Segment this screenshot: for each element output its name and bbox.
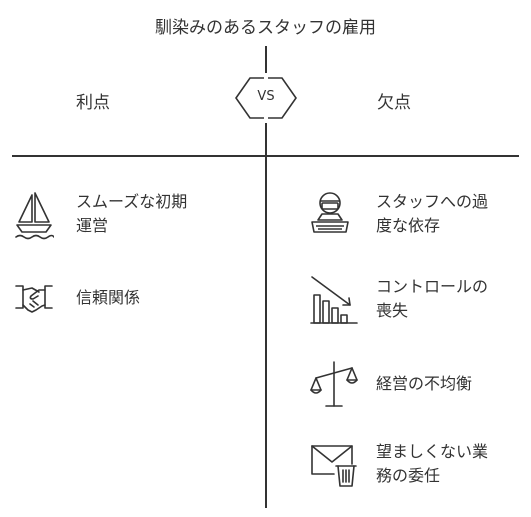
cons-heading: 欠点 (377, 93, 411, 113)
vs-label: VS (257, 89, 275, 104)
con-item-line2: 度な依存 (376, 216, 441, 235)
pro-item-line2: 運営 (76, 216, 109, 235)
horizontal-divider (12, 155, 519, 157)
balance-scale-icon (310, 361, 358, 407)
con-item-line2: 喪失 (376, 301, 409, 320)
vs-badge: VS (234, 73, 298, 123)
person-staff-icon (311, 192, 349, 233)
sailboat-icon (15, 192, 54, 240)
con-item-line1: スタッフへの過 (376, 192, 489, 211)
con-item-line1: 望ましくない業 (376, 442, 489, 461)
con-item-line2: 務の委任 (376, 466, 441, 485)
pro-item-line1: スムーズな初期 (76, 192, 188, 211)
pros-heading: 利点 (76, 93, 110, 113)
con-item-line1: コントロールの (376, 277, 489, 296)
pro-item-label: 信頼関係 (76, 288, 141, 307)
vs-arrow-shape (235, 73, 297, 123)
vertical-divider (265, 46, 267, 508)
con-item-label: 経営の不均衡 (376, 374, 473, 393)
diagram-title: 馴染みのあるスタッフの雇用 (155, 18, 376, 38)
envelope-trash-icon (311, 445, 357, 487)
handshake-icon (15, 285, 53, 313)
declining-chart-icon (310, 276, 358, 324)
